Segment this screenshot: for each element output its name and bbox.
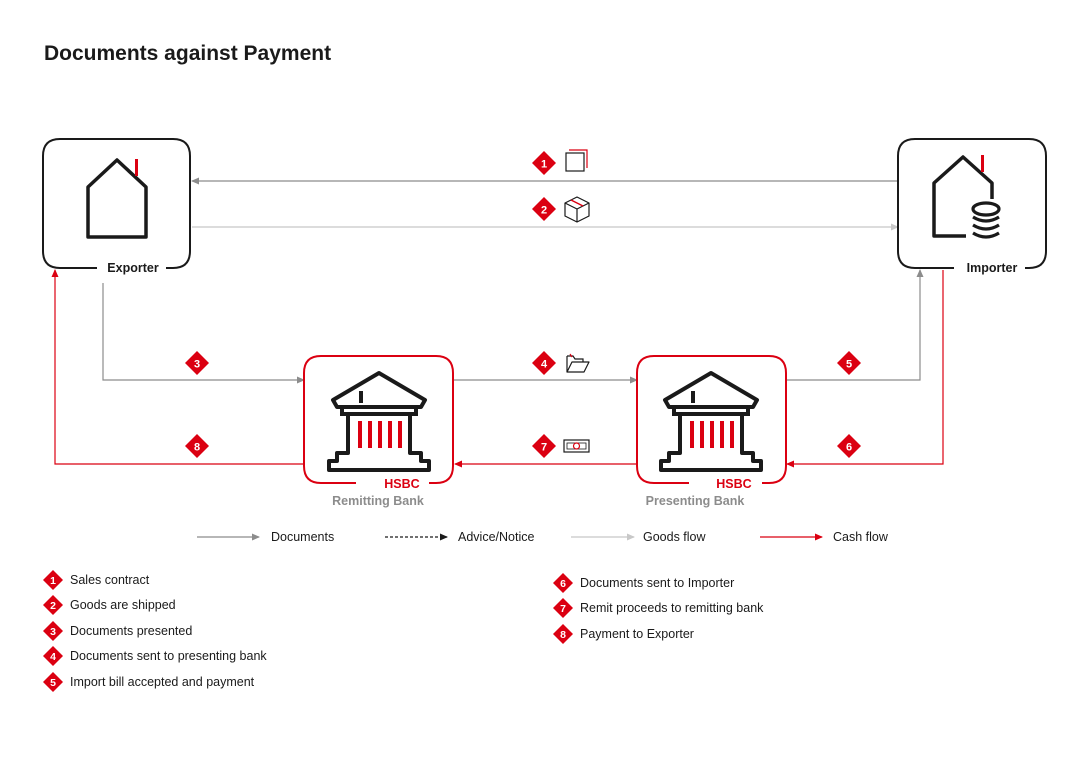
svg-text:8: 8 [560,629,566,641]
badge-5: 5 [837,351,861,375]
step-badge: 7 [552,597,574,619]
exporter-label: Exporter [107,261,159,275]
svg-text:5: 5 [846,359,852,371]
step-item: 4 Documents sent to presenting bank [42,644,267,670]
bank-icon [659,371,763,472]
svg-text:1: 1 [50,575,56,587]
badge-3: 3 [185,351,209,375]
remitting-bank-brand: HSBC [384,477,419,491]
remitting-bank-node: HSBC Remitting Bank [303,355,454,508]
step-item: 5 Import bill accepted and payment [42,669,267,695]
key-cash: Cash flow [760,530,889,544]
step-badge: 6 [552,572,574,594]
svg-text:4: 4 [50,651,56,663]
arrow-6-cash [786,270,944,468]
badge-6: 6 [837,434,861,458]
badge-7: 7 [532,434,556,458]
banknote-icon [563,439,590,453]
step-text: Payment to Exporter [580,626,694,641]
key-advice-label: Advice/Notice [458,530,534,544]
key-documents: Documents [197,530,334,544]
step-badge: 2 [42,594,64,616]
presenting-bank-brand: HSBC [716,477,751,491]
badge-8: 8 [185,434,209,458]
svg-text:4: 4 [541,359,548,371]
badge-4: 4 [532,351,556,375]
svg-text:5: 5 [50,677,56,689]
key-advice: Advice/Notice [385,530,534,544]
key-goods-label: Goods flow [643,530,707,544]
svg-text:8: 8 [194,442,200,454]
page-title: Documents against Payment [44,42,332,65]
house-icon [86,158,148,239]
key-cash-label: Cash flow [833,530,889,544]
arrow-5-documents [786,269,924,381]
exporter-node: Exporter [42,138,191,275]
contract-icon [565,149,588,172]
svg-text:2: 2 [50,600,56,612]
svg-text:6: 6 [560,578,566,590]
step-badge: 4 [42,645,64,667]
folder-icon [566,353,590,373]
badge-2: 2 [532,197,556,221]
step-text: Remit proceeds to remitting bank [580,601,764,616]
arrow-8-cash [51,269,304,465]
svg-text:2: 2 [541,205,547,217]
step-text: Documents sent to Importer [580,575,735,590]
svg-text:1: 1 [541,159,547,171]
step-item: 7 Remit proceeds to remitting bank [552,596,763,622]
step-text: Goods are shipped [70,598,176,613]
key-goods: Goods flow [571,530,707,544]
package-icon [564,196,590,223]
presenting-bank-label: Presenting Bank [646,494,745,508]
svg-text:7: 7 [560,603,566,615]
step-text: Documents presented [70,623,193,638]
key-documents-label: Documents [271,530,334,544]
step-item: 3 Documents presented [42,618,267,644]
remitting-bank-label: Remitting Bank [332,494,424,508]
bank-icon [327,371,431,472]
step-badge: 3 [42,620,64,642]
step-text: Import bill accepted and payment [70,674,255,689]
step-text: Documents sent to presenting bank [70,649,267,664]
presenting-bank-node: HSBC Presenting Bank [636,355,787,508]
svg-text:3: 3 [194,359,200,371]
importer-node: Importer [897,138,1047,275]
svg-text:6: 6 [846,442,852,454]
step-item: 1 Sales contract [42,567,267,593]
step-badge: 1 [42,569,64,591]
house-coins-icon [932,155,1001,239]
svg-text:7: 7 [541,442,547,454]
svg-text:3: 3 [50,626,56,638]
step-item: 6 Documents sent to Importer [552,570,763,596]
arrow-3-documents [102,283,305,384]
step-badge: 5 [42,671,64,693]
badge-1: 1 [532,151,556,175]
importer-label: Importer [967,261,1018,275]
steps-list-right: 6 Documents sent to Importer 7 Remit procee… [552,570,763,647]
step-item: 2 Goods are shipped [42,593,267,619]
step-badge: 8 [552,623,574,645]
step-item: 8 Payment to Exporter [552,621,763,647]
step-text: Sales contract [70,572,150,587]
